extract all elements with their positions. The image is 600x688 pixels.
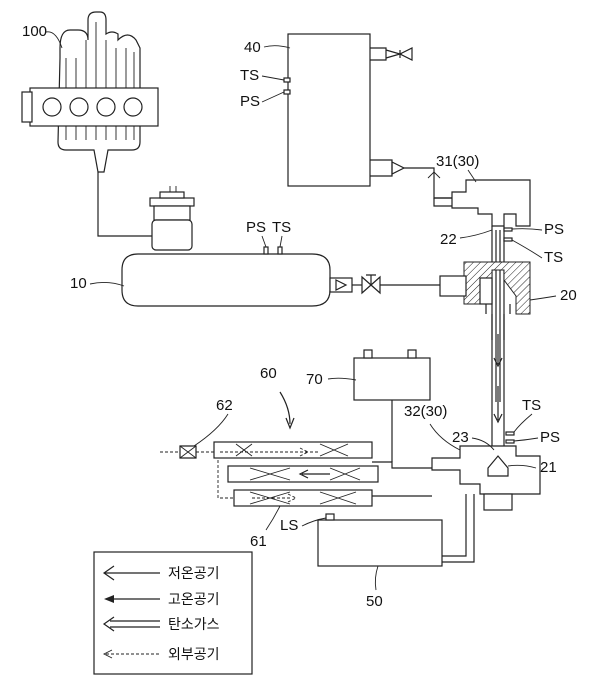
label-62: 62 <box>216 397 233 414</box>
arrow-unit60 <box>280 392 294 428</box>
leader-box70 <box>328 378 356 380</box>
label-box70: 70 <box>306 371 323 388</box>
label-unit60: 60 <box>260 365 277 382</box>
label-ts-lower: TS <box>522 397 541 414</box>
tank-10 <box>122 247 440 306</box>
label-unit40: 40 <box>244 39 261 56</box>
legend-item-carbon-gas: 탄소가스 <box>168 617 220 633</box>
leader-ejector <box>530 296 556 300</box>
label-box50: 50 <box>366 593 383 610</box>
unit-40 <box>284 34 456 198</box>
label-ls: LS <box>280 517 298 534</box>
label-engine: 100 <box>22 23 47 40</box>
label-ts-tank: TS <box>272 219 291 236</box>
leader-ts-upper <box>512 240 542 258</box>
legend-icon-high-temp-head <box>104 595 114 603</box>
label-21: 21 <box>540 459 557 476</box>
label-chamber31: 31(30) <box>436 153 479 170</box>
label-ps-lower: PS <box>540 429 560 446</box>
tank-valve <box>150 186 194 250</box>
leader-62 <box>194 414 228 446</box>
label-ts-40: TS <box>240 67 259 84</box>
leader-box50 <box>375 566 378 590</box>
arrow-down-1 <box>494 334 502 366</box>
legend-icon-low-temp <box>104 566 160 580</box>
label-ejector: 20 <box>560 287 577 304</box>
leader-ps-upper <box>512 229 542 230</box>
label-ts-upper: TS <box>544 249 563 266</box>
engine-manifold <box>22 12 158 236</box>
leader-ps-lower <box>514 438 538 441</box>
label-ps-40: PS <box>240 93 260 110</box>
label-ps-tank: PS <box>246 219 266 236</box>
label-ps-upper: PS <box>544 221 564 238</box>
leader-tank <box>90 282 124 286</box>
leader-unit40 <box>264 46 290 48</box>
arrow-down-2 <box>494 386 502 422</box>
leader-22 <box>460 230 492 238</box>
legend-icon-carbon-gas <box>104 617 160 631</box>
label-tank: 10 <box>70 275 87 292</box>
ejector-20 <box>440 262 530 340</box>
label-61: 61 <box>250 533 267 550</box>
legend: 저온공기 고온공기 탄소가스 외부공기 <box>94 552 252 674</box>
label-22: 22 <box>440 231 457 248</box>
legend-item-external-air: 외부공기 <box>168 647 220 663</box>
leader-ps-40 <box>262 92 284 102</box>
label-chamber32: 32(30) <box>404 403 447 420</box>
label-23: 23 <box>452 429 469 446</box>
legend-item-low-temp: 저온공기 <box>168 566 220 582</box>
leader-tank-sensors <box>262 236 282 247</box>
legend-item-high-temp: 고온공기 <box>168 592 220 608</box>
leader-61 <box>266 506 280 530</box>
leader-ts-lower <box>514 414 532 432</box>
heat-exchanger-60 <box>160 442 432 506</box>
chamber-32 <box>432 402 540 562</box>
leader-ts-40 <box>262 76 284 80</box>
box-50 <box>318 514 442 566</box>
